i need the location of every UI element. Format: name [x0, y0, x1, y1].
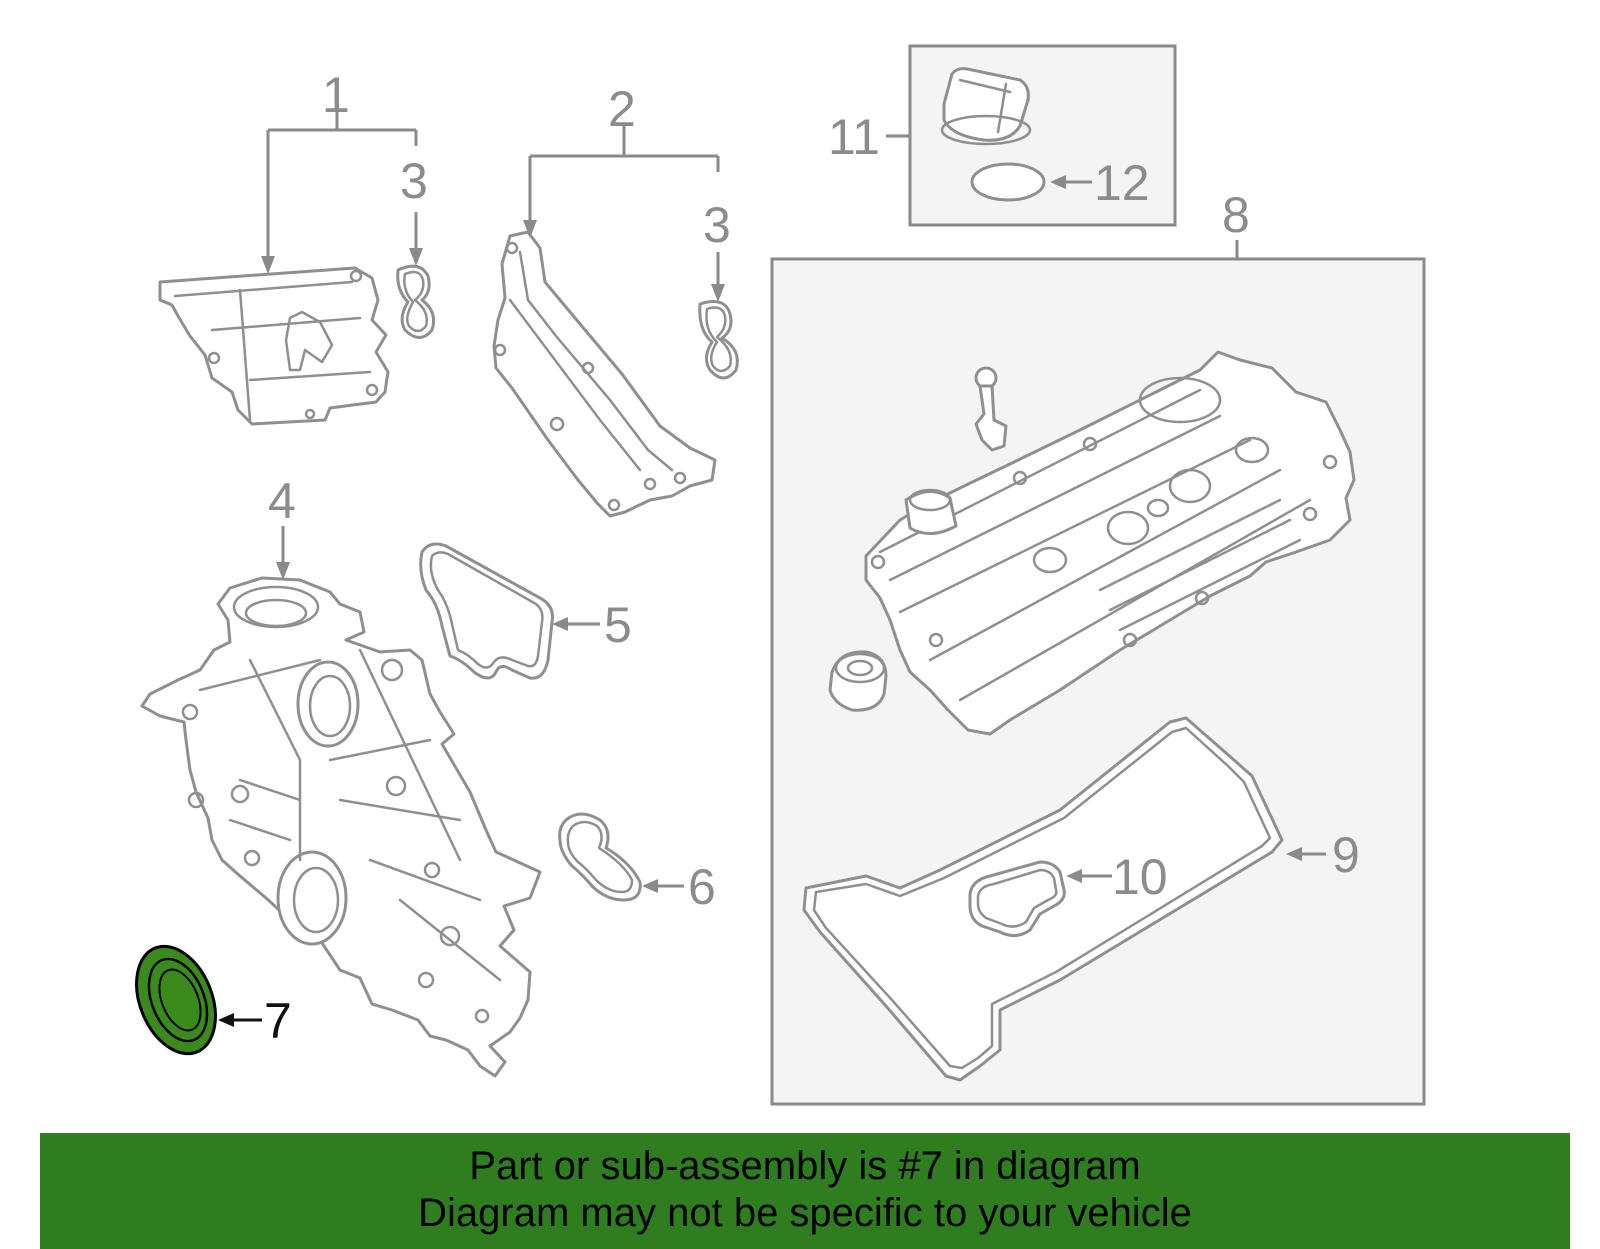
part-11-oil-filler-cap[interactable] — [940, 67, 1032, 146]
callout-3b: 3 — [703, 197, 731, 253]
part-6-gasket[interactable] — [558, 812, 642, 902]
leader-1 — [266, 108, 418, 262]
callout-3a: 3 — [400, 153, 428, 209]
part-7-seal-body — [135, 944, 217, 1056]
leader-2 — [528, 126, 720, 222]
callout-2: 2 — [608, 81, 636, 137]
part-12-o-ring[interactable] — [970, 162, 1046, 202]
part-7-seal[interactable] — [122, 935, 231, 1066]
arrow-7 — [218, 1013, 234, 1027]
part-8-small-seal[interactable] — [828, 650, 888, 712]
callout-6: 6 — [688, 859, 716, 915]
arrow-3b — [711, 284, 725, 302]
arrow-6 — [642, 879, 658, 893]
part-5-gasket[interactable] — [419, 542, 554, 680]
part-8-sensor[interactable] — [974, 366, 1008, 452]
arrow-5 — [552, 617, 568, 631]
banner-line-1: Part or sub-assembly is #7 in diagram — [469, 1144, 1141, 1188]
arrow-12 — [1050, 175, 1066, 189]
part-10-gasket[interactable] — [968, 860, 1066, 937]
arrow-2 — [523, 220, 537, 238]
callout-4: 4 — [268, 473, 296, 529]
arrow-10 — [1066, 869, 1082, 883]
part-4-timing-cover[interactable] — [140, 576, 542, 1078]
arrow-4 — [276, 562, 290, 580]
callout-9: 9 — [1332, 827, 1360, 883]
banner-line-2: Diagram may not be specific to your vehi… — [418, 1191, 1192, 1235]
part-7-seal-lip — [158, 968, 202, 1032]
part-3-gasket-b[interactable] — [698, 300, 739, 380]
arrow-9 — [1286, 847, 1302, 861]
arrow-3a — [409, 248, 423, 266]
info-banner: Part or sub-assembly is #7 in diagram Di… — [40, 1133, 1570, 1249]
callout-12: 12 — [1094, 155, 1150, 211]
callout-10: 10 — [1112, 849, 1168, 905]
arrow-1 — [261, 256, 275, 274]
callout-8: 8 — [1222, 187, 1250, 243]
part-3-gasket-a[interactable] — [396, 264, 436, 339]
part-2-side-plate[interactable] — [492, 230, 717, 518]
callout-11: 11 — [828, 109, 880, 165]
callout-5: 5 — [604, 597, 632, 653]
part-8-valve-cover[interactable] — [864, 350, 1356, 736]
callout-7: 7 — [264, 993, 292, 1049]
part-7-seal-inner-ring — [147, 957, 209, 1043]
part-1-cover-plate[interactable] — [158, 266, 390, 426]
callout-1: 1 — [322, 67, 350, 123]
